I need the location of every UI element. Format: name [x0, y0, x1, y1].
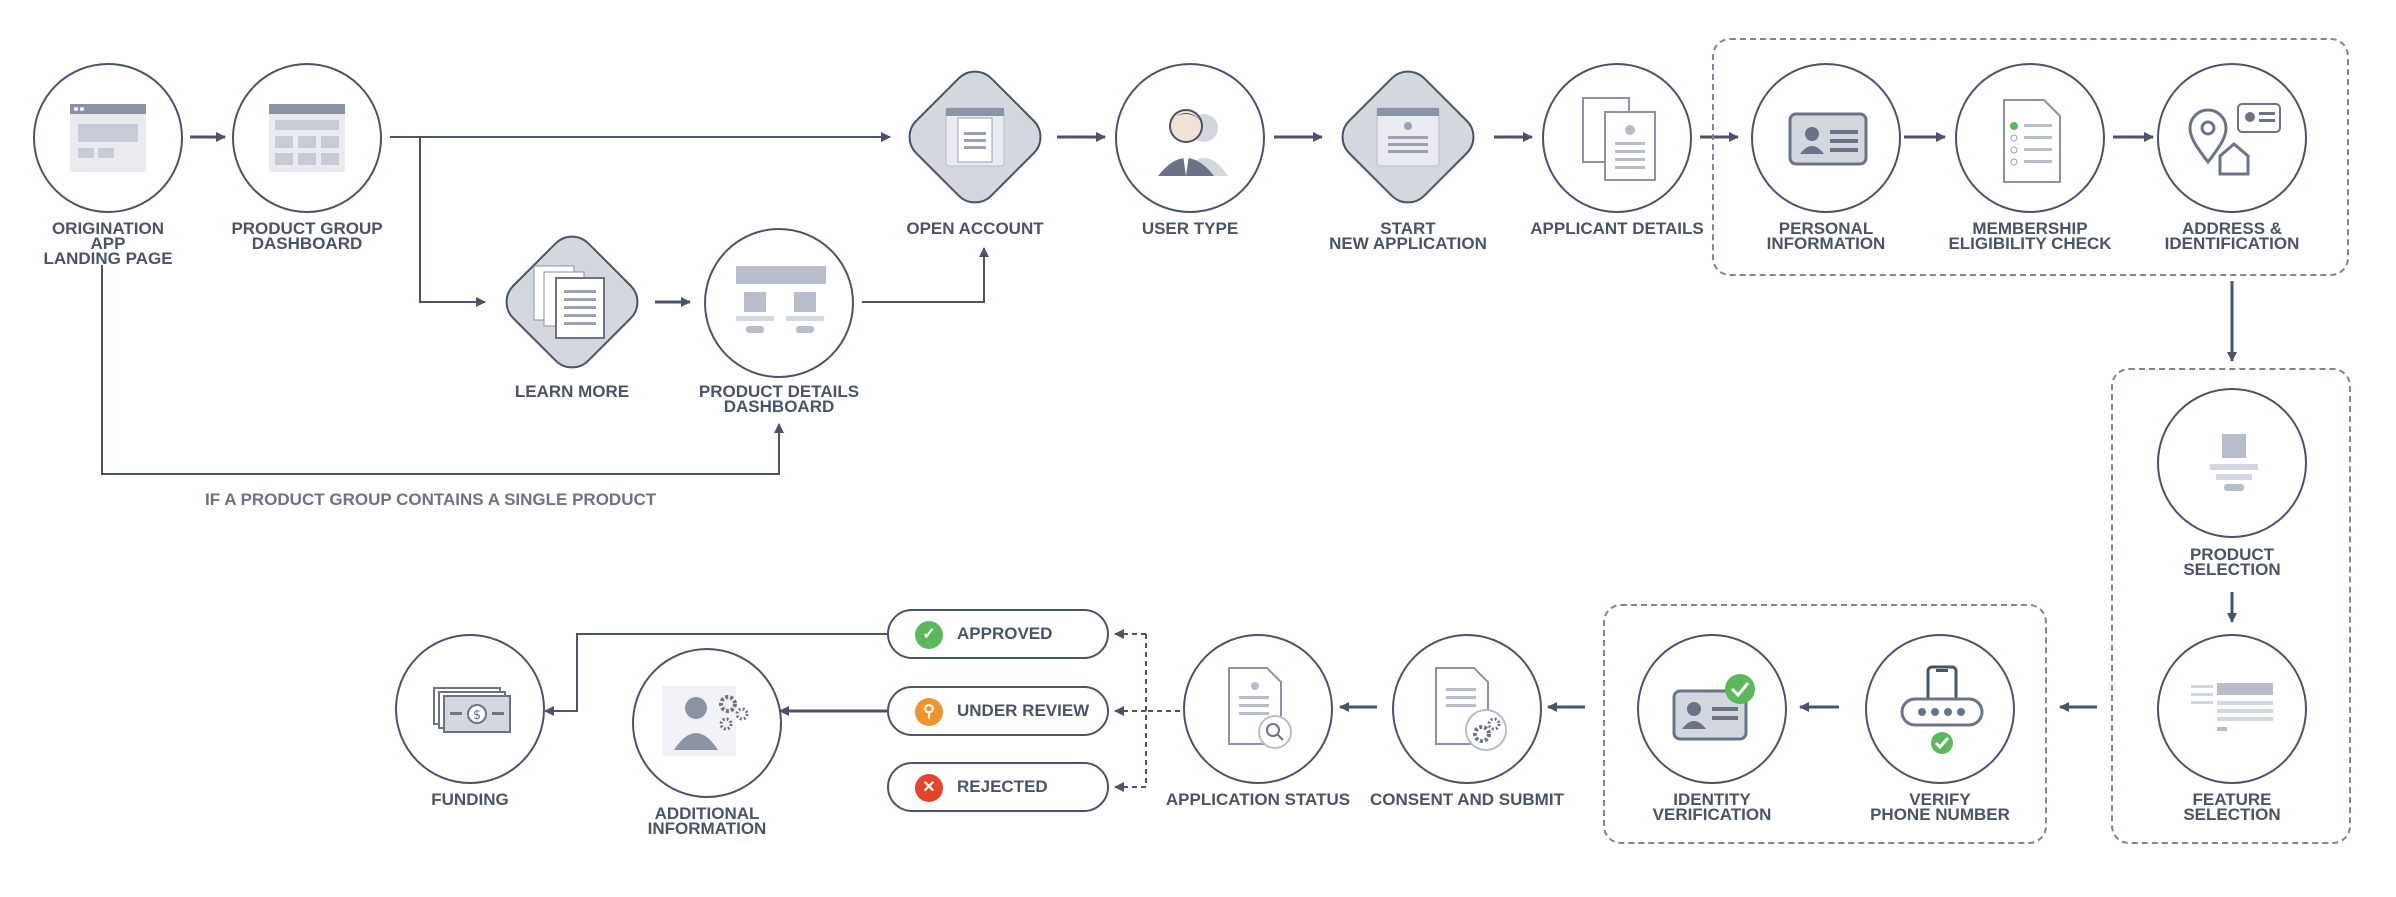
additional-information-label: ADDITIONAL INFORMATION — [647, 804, 767, 838]
browser-window-icon — [68, 98, 148, 183]
feature-list-icon — [2189, 681, 2279, 746]
user-type-node[interactable] — [1115, 63, 1265, 213]
arrow-approved-to-funding — [544, 633, 887, 716]
product-selection-label: PRODUCT SELECTION — [2183, 545, 2281, 579]
start-application-label: START NEW APPLICATION — [1329, 219, 1487, 253]
users-icon — [1148, 96, 1232, 185]
application-form-icon — [1373, 102, 1443, 177]
approved-label: APPROVED — [957, 624, 1053, 643]
id-verified-icon — [1670, 671, 1760, 756]
personal-details-group — [1712, 38, 2349, 276]
product-details-node[interactable] — [704, 228, 854, 378]
identity-verification-node[interactable] — [1637, 634, 1787, 784]
svg-text:$: $ — [473, 708, 481, 723]
product-group-label: PRODUCT GROUP DASHBOARD — [231, 219, 383, 253]
product-layout-icon — [732, 264, 830, 349]
funding-node[interactable]: $ — [395, 634, 545, 784]
verify-phone-label: VERIFY PHONE NUMBER — [1870, 790, 2010, 824]
origination-node[interactable] — [33, 63, 183, 213]
arrow-group-to-learn-more — [419, 137, 486, 307]
application-status-node[interactable] — [1183, 634, 1333, 784]
user-gears-icon — [662, 686, 752, 767]
identity-verification-label: IDENTITY VERIFICATION — [1652, 790, 1772, 824]
product-details-label: PRODUCT DETAILS DASHBOARD — [698, 382, 860, 416]
arrow-details-to-open-account — [862, 247, 989, 303]
consent-submit-label: CONSENT AND SUBMIT — [1370, 790, 1564, 809]
arrow-single-product — [101, 265, 784, 475]
search-icon: ⚲ — [915, 698, 943, 726]
product-group-node[interactable] — [232, 63, 382, 213]
rejected-label: REJECTED — [957, 777, 1048, 796]
document-icon — [940, 102, 1010, 177]
check-icon: ✓ — [915, 621, 943, 649]
consent-submit-node[interactable] — [1392, 634, 1542, 784]
money-icon: $ — [432, 686, 512, 741]
origination-label: ORIGINATION APP LANDING PAGE — [43, 219, 173, 268]
close-icon: ✕ — [915, 774, 943, 802]
document-search-icon — [1225, 664, 1305, 759]
documents-stack-icon — [532, 262, 612, 347]
product-selection-node[interactable] — [2157, 388, 2307, 538]
learn-more-label: LEARN MORE — [514, 382, 630, 401]
under-review-label: UNDER REVIEW — [957, 701, 1090, 720]
product-icon — [2204, 430, 2264, 505]
open-account-label: OPEN ACCOUNT — [906, 219, 1044, 238]
address-label: ADDRESS & IDENTIFICATION — [2164, 219, 2300, 253]
funding-label: FUNDING — [431, 790, 509, 809]
address-node[interactable] — [2157, 63, 2307, 213]
personal-information-label: PERSONAL INFORMATION — [1766, 219, 1886, 253]
dashboard-grid-icon — [267, 98, 347, 183]
application-status-label: APPLICATION STATUS — [1165, 790, 1351, 809]
membership-label: MEMBERSHIP ELIGIBILITY CHECK — [1948, 219, 2112, 253]
applicant-details-label: APPLICANT DETAILS — [1530, 219, 1704, 238]
additional-information-node[interactable] — [632, 648, 782, 798]
verification-group — [1603, 604, 2047, 844]
phone-code-icon — [1898, 665, 1986, 762]
checklist-icon — [2000, 96, 2064, 191]
feature-selection-label: FEATURE SELECTION — [2183, 790, 2281, 824]
location-home-icon — [2184, 100, 2284, 185]
approved-status[interactable]: ✓ APPROVED — [887, 609, 1109, 659]
rejected-status[interactable]: ✕ REJECTED — [887, 762, 1109, 812]
membership-node[interactable] — [1955, 63, 2105, 213]
document-gear-icon — [1432, 664, 1512, 759]
product-group — [2111, 368, 2351, 844]
feature-selection-node[interactable] — [2157, 634, 2307, 784]
under-review-status[interactable]: ⚲ UNDER REVIEW — [887, 686, 1109, 736]
documents-icon — [1579, 94, 1659, 189]
single-product-note: IF A PRODUCT GROUP CONTAINS A SINGLE PRO… — [205, 490, 657, 509]
personal-information-node[interactable] — [1751, 63, 1901, 213]
verify-phone-node[interactable] — [1865, 634, 2015, 784]
user-type-label: USER TYPE — [1141, 219, 1239, 238]
applicant-details-node[interactable] — [1542, 63, 1692, 213]
id-card-icon — [1788, 110, 1868, 175]
